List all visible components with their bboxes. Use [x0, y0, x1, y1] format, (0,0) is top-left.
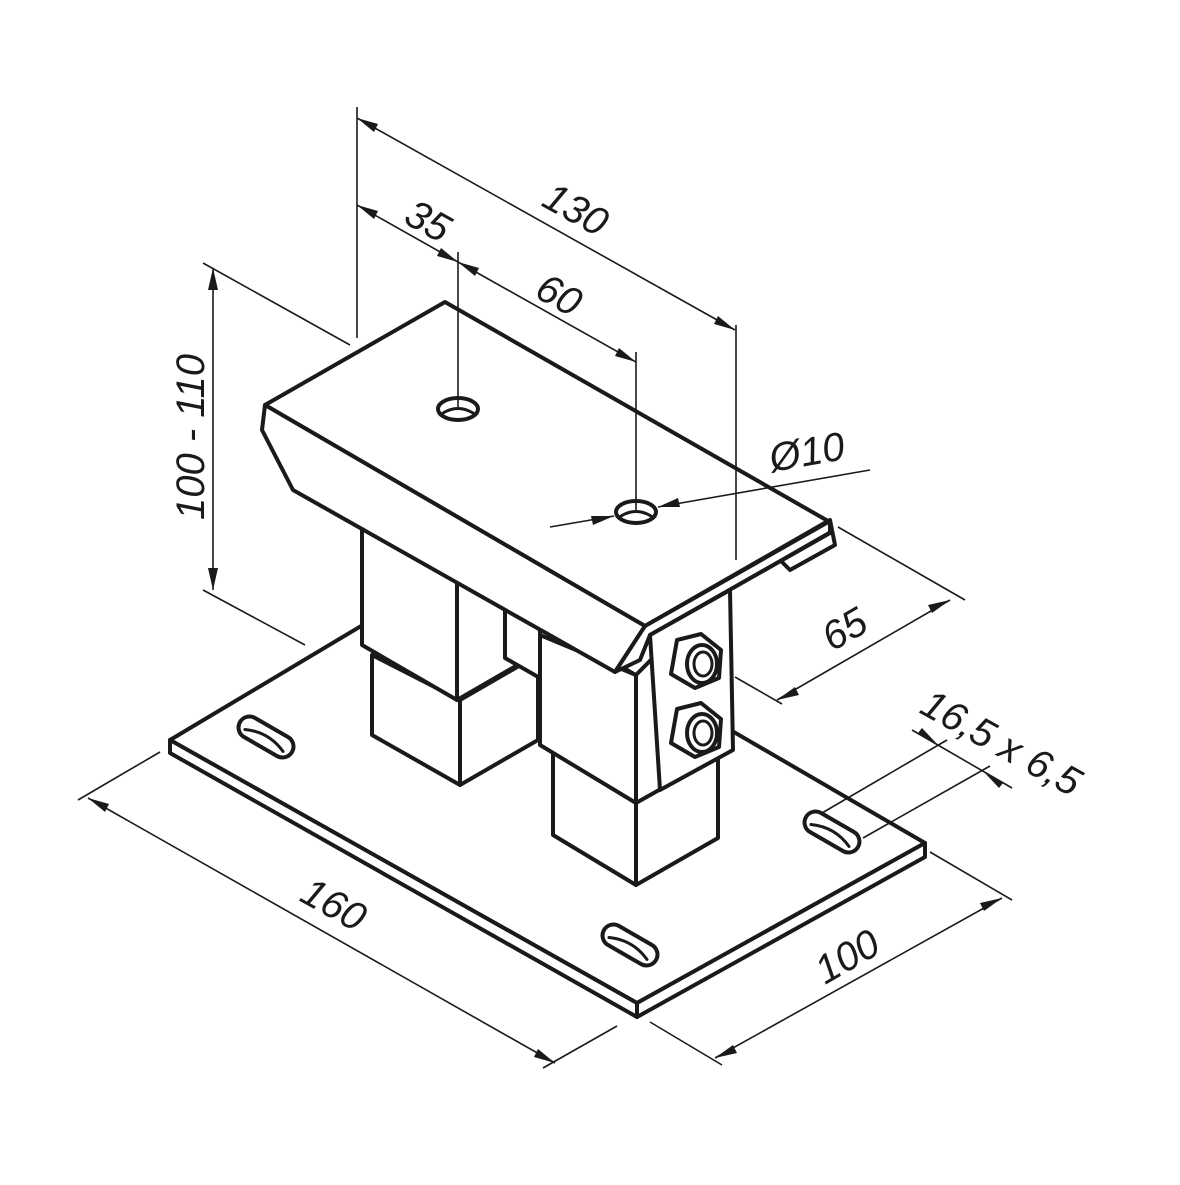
- hex-nuts: [669, 632, 723, 759]
- slot-right: [802, 809, 862, 855]
- base-plate: [168, 568, 927, 1019]
- dim-label-130: 130: [536, 174, 616, 245]
- dim-label-160: 160: [294, 869, 374, 940]
- saddle-holes: [436, 396, 658, 525]
- dim-label-diameter-10: Ø10: [764, 424, 848, 481]
- dimension-lines: [77, 107, 1013, 1069]
- dim-label-100: 100: [808, 921, 888, 992]
- dim-label-height: 100 - 110: [169, 354, 213, 520]
- dim-label-35: 35: [398, 191, 459, 251]
- slot-holes: [236, 714, 862, 968]
- hex-nut-upper: [669, 632, 723, 690]
- slot-front: [600, 922, 660, 968]
- hex-nut-lower: [669, 701, 723, 759]
- dim-label-60: 60: [529, 265, 589, 325]
- slot-left: [236, 714, 296, 760]
- dim-label-65: 65: [815, 599, 876, 660]
